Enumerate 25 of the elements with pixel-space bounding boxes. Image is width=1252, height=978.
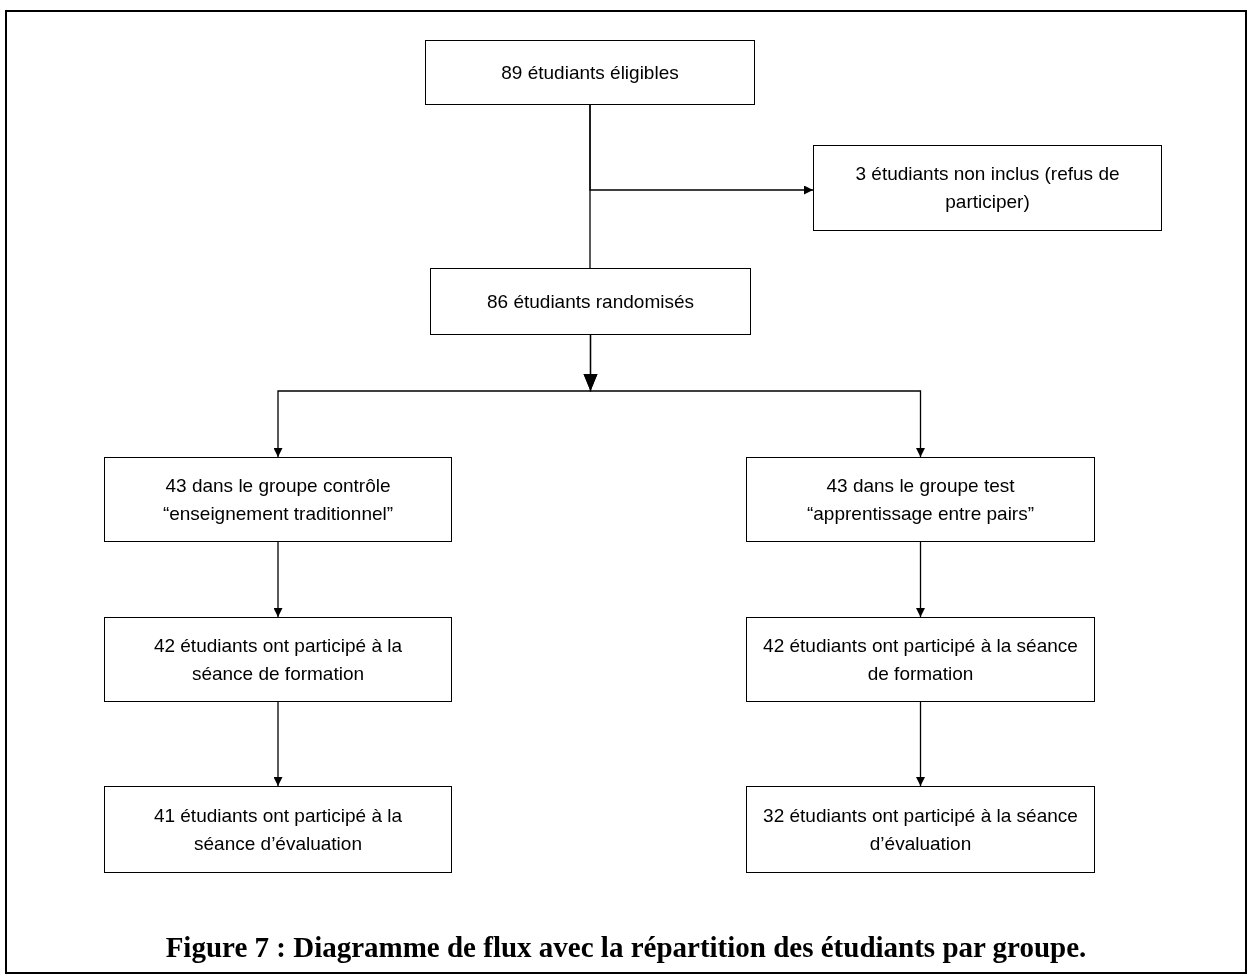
process-box (104, 786, 452, 873)
process-box (425, 40, 755, 105)
box-text: 42 étudiants ont participé à la séance de formation (763, 633, 1078, 686)
box-text: 3 étudiants non inclus (refus de participer) (854, 162, 1121, 214)
box-text: 43 dans le groupe test “apprentissage entre pairs” (805, 473, 1036, 526)
process-box (104, 457, 452, 542)
arrow (589, 104, 814, 195)
box-text: 86 étudiants randomisés (487, 289, 694, 314)
figure-caption: Figure 7 : Diagramme de flux avec la répartition des étudiants par groupe. (164, 930, 1088, 965)
arrow (273, 541, 283, 618)
process-box (746, 457, 1095, 542)
process-box (104, 617, 452, 702)
arrow (916, 701, 925, 787)
arrow (916, 541, 925, 618)
process-box (813, 145, 1162, 231)
arrow (583, 334, 925, 458)
box-text: 43 dans le groupe contrôle “enseignement traditionnel” (161, 473, 395, 526)
process-box (746, 786, 1095, 873)
box-text: 32 étudiants ont participé à la séance d’évaluation (763, 803, 1078, 856)
box-text: 89 étudiants éligibles (501, 60, 679, 85)
arrow (273, 701, 283, 787)
box-text: 42 étudiants ont participé à la séance de formation (152, 633, 404, 686)
process-box (746, 617, 1095, 702)
process-box (430, 268, 751, 335)
box-text: 41 étudiants ont participé à la séance d’évaluation (152, 803, 404, 856)
